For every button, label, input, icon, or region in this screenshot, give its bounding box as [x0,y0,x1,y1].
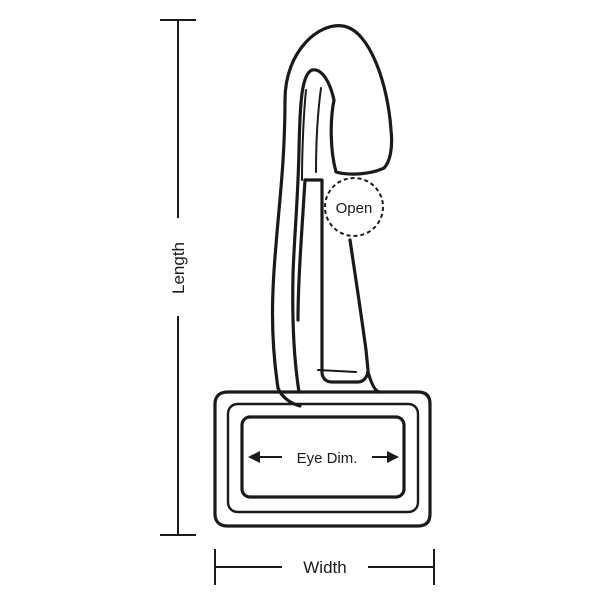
open-label: Open [336,200,373,217]
snap-hook [213,24,432,528]
eye-dim-dimension [248,451,399,463]
hook-channel-right [315,87,322,173]
hook-neck-left [276,386,302,408]
hook-inner-contour [291,68,336,394]
width-label: Width [303,558,346,577]
gate-left-edge [296,178,307,322]
hook-channel-left [301,89,307,181]
width-dimension [214,549,435,585]
hook-tip [329,98,386,176]
eye-frame-outer [213,390,432,528]
hook-neck-right [366,370,382,394]
hook-outer-contour [270,24,394,390]
eye-dim-arrow-right [387,451,399,463]
gate-latch [303,178,370,384]
eye-opening [240,415,406,499]
open-indicator: Open [324,177,384,237]
length-label: Length [169,242,188,294]
open-dashed-circle [324,177,384,237]
eye-dim-arrow-left [248,451,260,463]
gate-inner-edge [317,369,357,373]
eye-dim-label: Eye Dim. [297,450,358,467]
eye-frame-rim [226,402,420,514]
length-dimension [160,19,196,536]
